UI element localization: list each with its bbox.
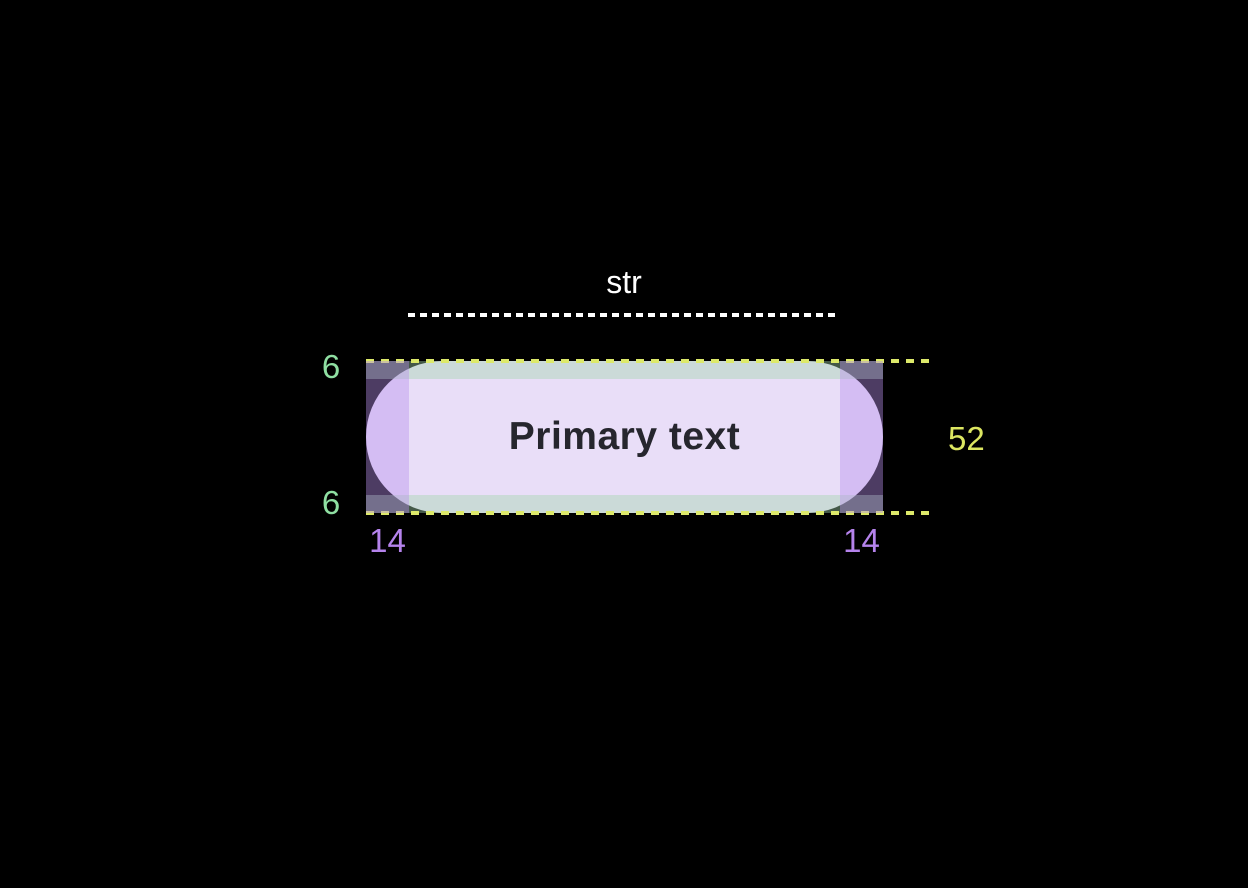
horizontal-padding-right-overlay <box>840 361 883 513</box>
button-height-value: 52 <box>948 420 985 457</box>
vertical-padding-bottom-overlay <box>366 495 883 513</box>
button-bounds: Primary text <box>366 359 930 515</box>
string-width-label: str <box>606 264 642 300</box>
string-width-dotted-line <box>408 313 840 317</box>
vertical-padding-top-overlay <box>366 361 883 379</box>
bottom-bounds-dashed-line <box>366 511 930 515</box>
padding-right-value: 14 <box>843 522 880 559</box>
top-bounds-dashed-line <box>366 359 930 363</box>
horizontal-padding-left-overlay <box>366 361 409 513</box>
primary-button-pill[interactable]: Primary text <box>366 361 883 513</box>
padding-left-value: 14 <box>369 522 406 559</box>
button-label: Primary text <box>508 415 741 458</box>
padding-top-value: 6 <box>321 348 341 385</box>
padding-bottom-value: 6 <box>321 484 341 521</box>
